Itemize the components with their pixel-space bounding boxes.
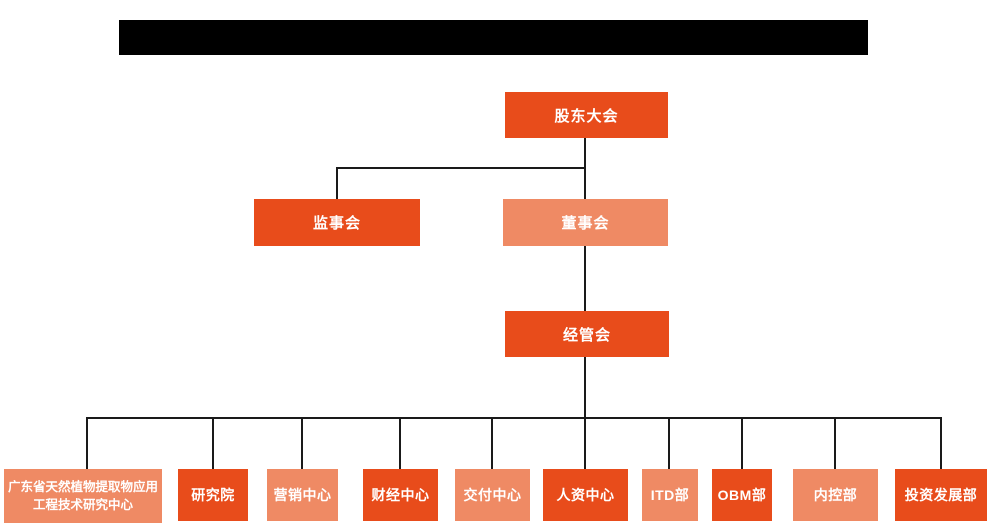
org-node-label: ITD部 xyxy=(650,487,690,503)
org-node-label: 投资发展部 xyxy=(904,487,978,503)
org-node-label: 人资中心 xyxy=(556,487,615,503)
org-node-label: 广东省天然植物提取物应用工程技术研究中心 xyxy=(8,479,159,512)
connector-management-down xyxy=(584,357,586,418)
org-node-dept-research-institute: 研究院 xyxy=(178,469,248,521)
org-node-shareholders-meeting: 股东大会 xyxy=(505,92,668,138)
connector-dept-drop-8 xyxy=(741,417,743,469)
org-node-label: 股东大会 xyxy=(554,107,619,125)
org-node-dept-marketing-center: 营销中心 xyxy=(267,469,338,521)
redacted-title-bar xyxy=(119,20,868,55)
connector-supervisory-drop xyxy=(336,167,338,199)
org-node-label: 内控部 xyxy=(813,487,858,503)
connector-dept-drop-5 xyxy=(491,417,493,469)
org-node-label: 董事会 xyxy=(561,215,610,232)
org-node-dept-hr-center: 人资中心 xyxy=(543,469,628,521)
connector-dept-drop-9 xyxy=(834,417,836,469)
connector-board-to-management xyxy=(584,246,586,311)
connector-dept-drop-1 xyxy=(86,417,88,469)
connector-dept-drop-4 xyxy=(399,417,401,469)
org-node-dept-itd: ITD部 xyxy=(642,469,698,521)
connector-root-down xyxy=(584,138,586,169)
org-node-dept-research-center: 广东省天然植物提取物应用工程技术研究中心 xyxy=(4,469,162,523)
org-node-dept-finance-center: 财经中心 xyxy=(363,469,438,521)
org-node-label: 营销中心 xyxy=(273,487,332,503)
org-node-dept-internal-control: 内控部 xyxy=(793,469,878,521)
connector-dept-drop-7 xyxy=(668,417,670,469)
org-node-dept-obm: OBM部 xyxy=(712,469,772,521)
connector-dept-drop-3 xyxy=(301,417,303,469)
org-node-label: 交付中心 xyxy=(463,487,522,503)
connector-level2-horizontal xyxy=(336,167,586,169)
connector-dept-drop-10 xyxy=(940,417,942,469)
connector-departments-horizontal xyxy=(86,417,942,419)
org-node-label: 财经中心 xyxy=(371,487,430,503)
org-node-board-of-directors: 董事会 xyxy=(503,199,668,246)
org-node-label: 研究院 xyxy=(191,487,235,503)
org-node-label: 经管会 xyxy=(562,326,611,344)
connector-board-drop xyxy=(584,167,586,199)
connector-dept-drop-6 xyxy=(584,417,586,469)
org-node-supervisory-board: 监事会 xyxy=(254,199,420,246)
connector-dept-drop-2 xyxy=(212,417,214,469)
org-node-management-committee: 经管会 xyxy=(505,311,669,357)
org-node-label: OBM部 xyxy=(717,487,767,503)
org-node-label: 监事会 xyxy=(312,215,361,232)
org-node-dept-investment-development: 投资发展部 xyxy=(895,469,987,521)
org-node-dept-delivery-center: 交付中心 xyxy=(455,469,530,521)
